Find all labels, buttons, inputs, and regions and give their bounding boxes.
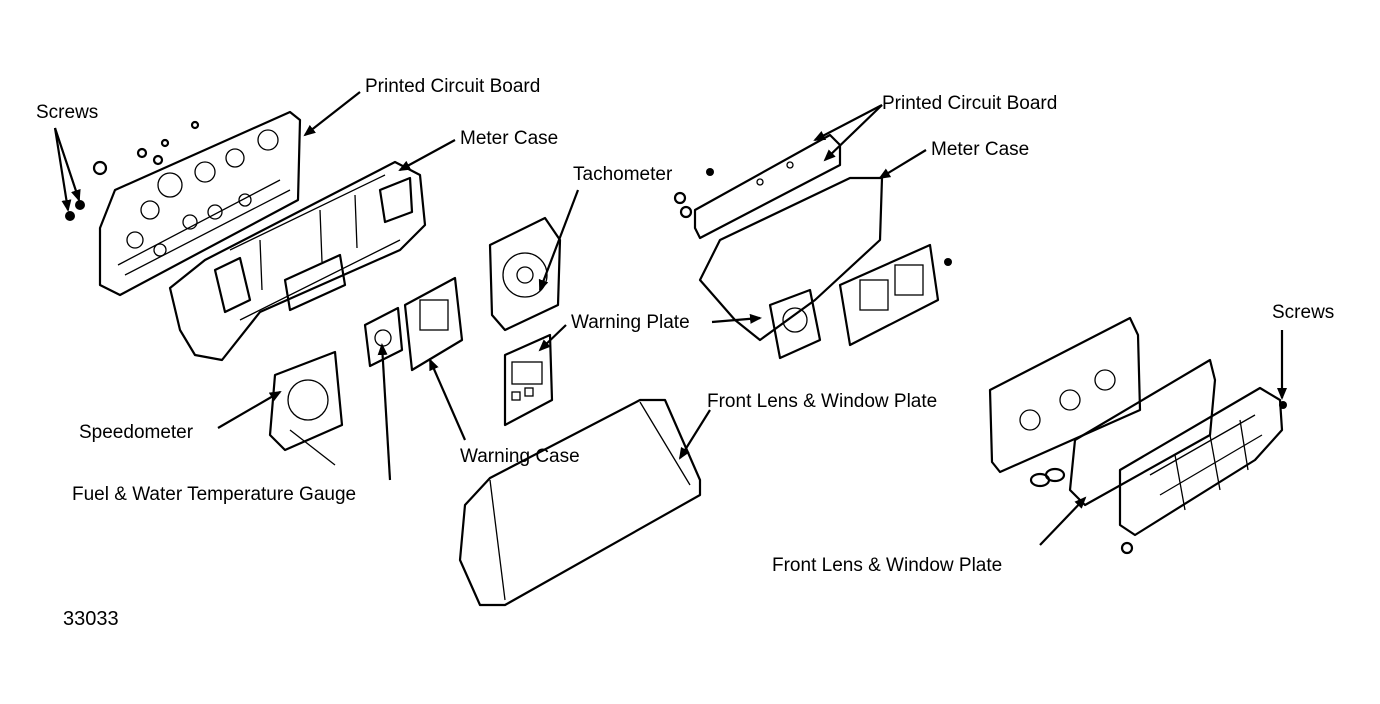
label-meter-case-right: Meter Case (931, 139, 1030, 160)
left-printed-circuit-board (98, 110, 302, 297)
right-meter-case (698, 176, 952, 360)
label-printed-circuit-board-left: Printed Circuit Board (365, 76, 541, 97)
front-lens-window-plate-center (458, 398, 702, 607)
label-screws-left: Screws (36, 102, 99, 123)
label-front-lens-window-plate-bottom: Front Lens & Window Plate (772, 555, 1003, 576)
right-screws-and-pcb (673, 133, 842, 240)
label-warning-plate: Warning Plate (571, 312, 690, 333)
left-screws (65, 120, 200, 221)
warning-case-part (403, 276, 464, 372)
label-speedometer: Speedometer (79, 422, 194, 443)
left-meter-case (168, 160, 427, 362)
leader-lines (53, 91, 1287, 546)
label-meter-case-left: Meter Case (460, 128, 559, 149)
right-cluster-assembly (988, 316, 1287, 555)
warning-plate-part (503, 333, 554, 427)
label-front-lens-window-plate-top: Front Lens & Window Plate (707, 391, 938, 412)
label-fuel-water-temperature-gauge: Fuel & Water Temperature Gauge (72, 484, 357, 505)
label-printed-circuit-board-right: Printed Circuit Board (882, 93, 1058, 114)
label-warning-case: Warning Case (460, 446, 580, 467)
label-tachometer: Tachometer (573, 164, 673, 185)
figure-number: 33033 (63, 608, 119, 630)
label-screws-right: Screws (1272, 302, 1335, 323)
tachometer-part (488, 216, 562, 332)
speedometer-part (268, 350, 344, 466)
